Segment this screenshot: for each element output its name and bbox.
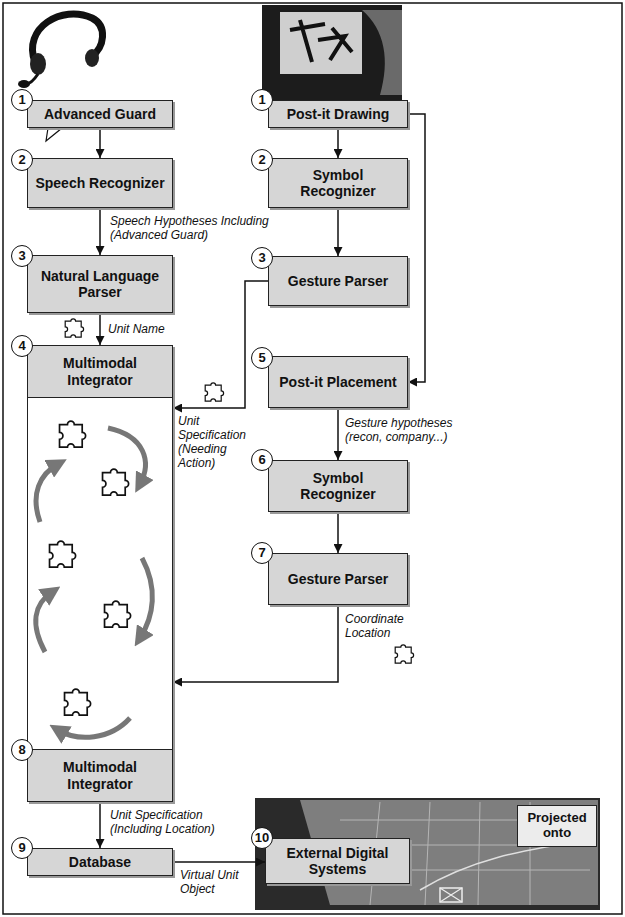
- box-label: Gesture Parser: [288, 273, 388, 289]
- puzzle-piece: [103, 469, 129, 495]
- edge-label: Unit Specification (Needing Action): [178, 414, 254, 470]
- flow-arrow: [337, 208, 339, 256]
- puzzle-icon: [395, 645, 413, 663]
- callout-number: 2: [251, 149, 273, 171]
- callout-number: 10: [251, 827, 273, 849]
- box-label: Projected onto: [522, 811, 592, 841]
- callout-number: 6: [251, 449, 273, 471]
- process-box: Symbol Recognizer: [268, 158, 408, 208]
- note-box: Projected onto: [517, 805, 597, 847]
- unit-symbol: [440, 888, 462, 902]
- edge-label: Unit Name: [108, 322, 198, 336]
- flow-arrow: [337, 128, 339, 158]
- box-label: Gesture Parser: [288, 571, 388, 587]
- puzzle-piece: [60, 421, 86, 447]
- edge-label: Unit Specification (Including Location): [110, 808, 240, 836]
- box-label: Post-it Drawing: [287, 106, 390, 122]
- flow-arrow: [99, 802, 101, 848]
- input-box: Post-it Placement: [268, 356, 408, 408]
- box-label: Natural Language Parser: [34, 268, 166, 300]
- drawing-photo: [262, 5, 402, 100]
- box-label: Multimodal Integrator: [28, 749, 172, 801]
- cycle-arrow: [36, 464, 58, 522]
- callout-number: 3: [251, 247, 273, 269]
- puzzle-piece: [50, 541, 76, 567]
- process-box: Gesture Parser: [268, 553, 408, 605]
- box-label: Multimodal Integrator: [28, 346, 172, 398]
- photo-hand: [362, 10, 402, 95]
- box-label: Database: [69, 854, 131, 870]
- projection-photo: [255, 798, 600, 910]
- headset-earpad: [30, 53, 46, 75]
- flow-arrow: [173, 861, 265, 863]
- input-box: Post-it Drawing: [268, 100, 408, 128]
- post-it-sketch: [290, 20, 352, 62]
- callout-number: 7: [251, 542, 273, 564]
- flow-arrow: [408, 114, 425, 382]
- edge-label: Speech Hypotheses Including (Advanced Gu…: [110, 214, 285, 242]
- flow-arrow: [173, 605, 338, 682]
- process-box: Natural Language Parser: [27, 255, 173, 313]
- puzzle-piece: [65, 689, 91, 715]
- callout-number: 9: [11, 837, 33, 859]
- puzzle-piece: [105, 601, 131, 627]
- integrator-box: Multimodal IntegratorMultimodal Integrat…: [27, 345, 173, 802]
- callout-number: 4: [11, 335, 33, 357]
- outer-frame: [3, 3, 622, 914]
- flow-arrow: [173, 281, 268, 408]
- cycle-arrow: [140, 558, 152, 638]
- box-label: Advanced Guard: [44, 106, 156, 122]
- store-box: Database: [27, 848, 173, 876]
- process-box: Speech Recognizer: [27, 158, 173, 208]
- process-box: Gesture Parser: [268, 256, 408, 306]
- edge-label: Coordinate Location: [345, 612, 420, 640]
- box-label: Symbol Recognizer: [275, 167, 401, 199]
- cycle-arrow: [58, 718, 130, 737]
- flow-arrow: [99, 313, 101, 345]
- process-box: Symbol Recognizer: [268, 460, 408, 512]
- output-box: External Digital Systems: [265, 838, 410, 884]
- edge-label: Virtual Unit Object: [180, 868, 252, 896]
- microphone: [18, 80, 30, 88]
- callout-number: 1: [251, 89, 273, 111]
- callout-number: 3: [11, 245, 33, 267]
- edge-label: Gesture hypotheses (recon, company...): [345, 416, 470, 444]
- box-label: External Digital Systems: [272, 845, 403, 877]
- cycle-arrow: [108, 428, 145, 484]
- puzzle-icon: [205, 383, 223, 401]
- flow-arrow: [99, 208, 101, 255]
- speech-bubble-tail: [46, 128, 62, 141]
- post-it-note: [280, 12, 362, 74]
- map-route: [420, 840, 590, 890]
- input-box: Advanced Guard: [27, 100, 173, 128]
- flow-arrow: [337, 408, 339, 460]
- cycle-arrow: [36, 592, 52, 652]
- flow-arrow: [337, 512, 339, 553]
- headset-earpad: [85, 49, 99, 67]
- callout-number: 5: [251, 347, 273, 369]
- callout-number: 2: [11, 149, 33, 171]
- unit-symbol: [440, 888, 462, 902]
- puzzle-icon: [65, 319, 83, 337]
- box-label: Symbol Recognizer: [275, 470, 401, 502]
- box-label: Speech Recognizer: [35, 175, 164, 191]
- flow-arrow: [99, 128, 101, 158]
- callout-number: 8: [11, 739, 33, 761]
- box-label: Post-it Placement: [279, 374, 396, 390]
- callout-number: 1: [11, 89, 33, 111]
